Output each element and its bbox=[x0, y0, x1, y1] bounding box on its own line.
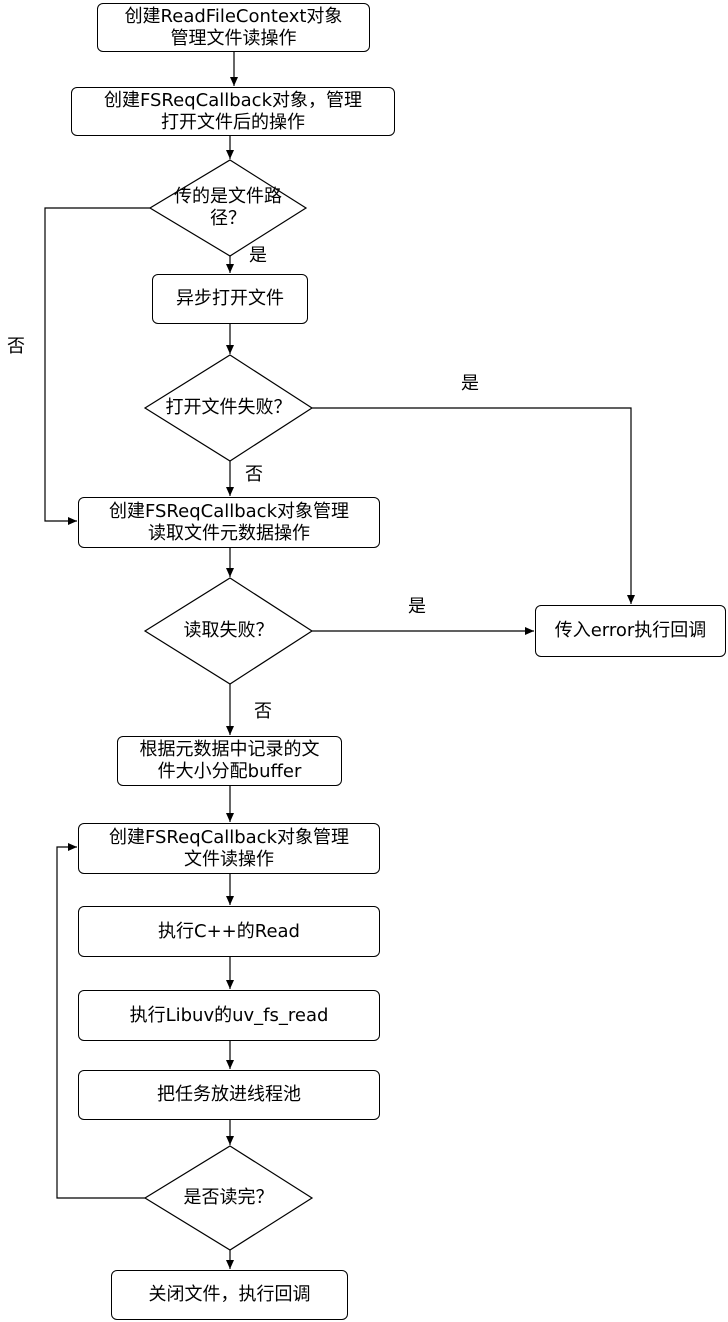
label-is-path-no: 否 bbox=[7, 336, 25, 357]
is-file-path-text: 传的是文件路 径？ bbox=[174, 186, 282, 229]
label-open-failed-no: 否 bbox=[245, 464, 263, 485]
thread-pool-node: 把任务放进线程池 bbox=[78, 1070, 380, 1120]
label-read-failed-no: 否 bbox=[254, 701, 272, 722]
close-file-text: 关闭文件，执行回调 bbox=[148, 1284, 311, 1305]
create-read-file-context-node: 创建ReadFileContext对象 管理文件读操作 bbox=[97, 3, 370, 52]
create-open-callback-node: 创建FSReqCallback对象，管理 打开文件后的操作 bbox=[71, 87, 395, 136]
read-done-text: 是否读完？ bbox=[183, 1187, 274, 1208]
cpp-read-node: 执行C++的Read bbox=[78, 906, 380, 957]
edge-is-path-no bbox=[44, 207, 150, 525]
create-stat-callback-text: 创建FSReqCallback对象管理 读取文件元数据操作 bbox=[108, 500, 350, 544]
create-read-callback-text: 创建FSReqCallback对象管理 文件读操作 bbox=[108, 826, 350, 870]
uv-fs-read-node: 执行Libuv的uv_fs_read bbox=[78, 990, 380, 1041]
async-open-node: 异步打开文件 bbox=[152, 274, 308, 324]
async-open-text: 异步打开文件 bbox=[176, 288, 284, 309]
thread-pool-text: 把任务放进线程池 bbox=[157, 1084, 301, 1105]
create-read-file-context-text: 创建ReadFileContext对象 管理文件读操作 bbox=[124, 5, 343, 49]
create-read-callback-node: 创建FSReqCallback对象管理 文件读操作 bbox=[78, 823, 380, 874]
error-callback-node: 传入error执行回调 bbox=[535, 605, 726, 657]
create-stat-callback-node: 创建FSReqCallback对象管理 读取文件元数据操作 bbox=[78, 497, 380, 548]
close-file-node: 关闭文件，执行回调 bbox=[111, 1270, 348, 1320]
error-callback-text: 传入error执行回调 bbox=[554, 620, 707, 641]
open-failed-text: 打开文件失败？ bbox=[165, 397, 292, 418]
uv-fs-read-text: 执行Libuv的uv_fs_read bbox=[129, 1004, 329, 1026]
edge-read-done-loop bbox=[56, 843, 145, 1199]
read-failed-text: 读取失败？ bbox=[183, 620, 274, 641]
label-is-path-yes: 是 bbox=[249, 245, 267, 266]
alloc-buffer-node: 根据元数据中记录的文 件大小分配buffer bbox=[117, 736, 342, 786]
cpp-read-text: 执行C++的Read bbox=[158, 920, 300, 942]
create-open-callback-text: 创建FSReqCallback对象，管理 打开文件后的操作 bbox=[103, 89, 363, 133]
label-open-failed-yes: 是 bbox=[461, 373, 479, 394]
alloc-buffer-text: 根据元数据中记录的文 件大小分配buffer bbox=[139, 739, 320, 782]
edge-open-failed-yes bbox=[312, 407, 635, 604]
label-read-failed-yes: 是 bbox=[408, 596, 426, 617]
